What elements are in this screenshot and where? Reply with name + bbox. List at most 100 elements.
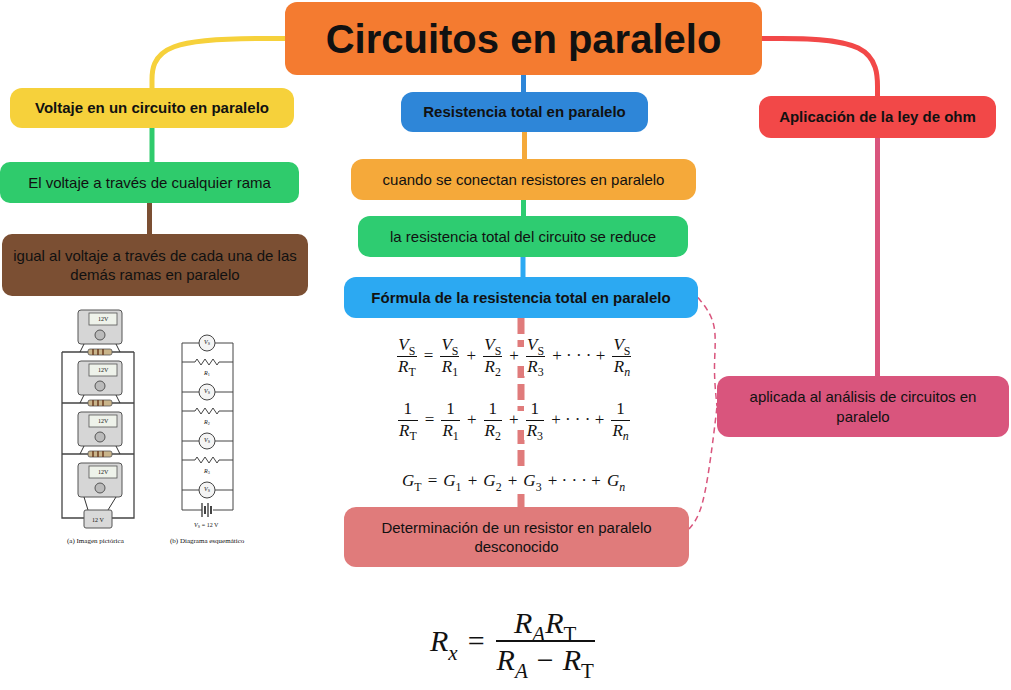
formula-symbol: S	[208, 440, 210, 445]
fraction-bar	[611, 420, 629, 421]
formula-symbol: 1	[453, 430, 459, 443]
node-text: Fórmula de la resistencia total en paral…	[371, 288, 670, 308]
formula-term: G1	[442, 472, 462, 491]
formula-symbol: 12V	[98, 316, 108, 323]
denominator: R2	[484, 422, 502, 441]
denominator: RT	[398, 422, 418, 441]
formula-symbol: V	[204, 437, 208, 444]
fraction: RART RA−RT	[494, 606, 597, 676]
branch-line	[689, 407, 717, 530]
battery	[84, 510, 112, 528]
formula-symbol: R	[497, 643, 515, 676]
figure-label: VS= 12 V	[194, 522, 220, 529]
topic-box: El voltaje a través de cualquier rama	[0, 162, 299, 203]
resistor-symbol	[182, 359, 233, 463]
voltmeter	[95, 381, 105, 391]
figure-label: VS	[204, 388, 210, 395]
formula-symbol: 2	[208, 422, 210, 427]
formula-symbol: V	[204, 486, 208, 493]
fraction-bar	[526, 420, 544, 421]
figure-label: VS	[204, 437, 210, 444]
formula-symbol: S	[452, 345, 459, 358]
fraction: VSR2	[481, 336, 504, 376]
topic-box: Resistencia total en paralelo	[401, 92, 648, 132]
formula-symbol: n	[624, 366, 630, 379]
branch-line	[522, 132, 527, 159]
formula-symbol: S	[624, 345, 631, 358]
numerator: RART	[513, 606, 577, 639]
formula-term: G3	[522, 472, 542, 491]
formula-symbol: −	[528, 643, 563, 676]
numerator: VS	[612, 336, 631, 355]
formula-symbol: =	[459, 624, 494, 657]
denominator: RA−RT	[496, 643, 595, 676]
voltmeter	[89, 313, 117, 325]
formula-symbol: 12 V	[92, 517, 104, 524]
topic-box: Aplicación de la ley de ohm	[759, 96, 996, 138]
formula-symbol: S	[537, 345, 544, 358]
denominator: RT	[397, 358, 417, 377]
formula-symbol: 12V	[98, 469, 108, 476]
resistor-symbol	[88, 400, 112, 406]
formula-symbol: + · · · +	[547, 347, 610, 366]
fraction: 1RT	[396, 400, 420, 440]
formula-symbol: = 12 V	[200, 522, 220, 529]
figure-label: (a) Imagen pictórica	[67, 538, 124, 546]
resistor-symbol	[182, 457, 233, 463]
formula-symbol: (a) Imagen pictórica	[67, 538, 124, 546]
formula-symbol: V	[204, 388, 208, 395]
node-text: Voltaje en un circuito en paralelo	[35, 98, 269, 118]
voltmeter	[78, 310, 122, 510]
numerator: VS	[440, 336, 459, 355]
formula-term: Rx	[429, 624, 459, 657]
voltmeter-symbol	[199, 482, 215, 498]
formula-symbol: +	[461, 347, 481, 366]
formula-symbol: R	[485, 358, 495, 377]
formula-symbol: T	[414, 481, 421, 494]
resistor-symbol	[182, 359, 233, 365]
figure-label: (b) Diagrama esquemático	[170, 538, 244, 546]
formula: VSRT=VSR1+VSR2+VSR3+ · · · +VSRn	[395, 336, 633, 376]
formula-symbol: V	[204, 339, 208, 346]
resistor-symbol	[182, 408, 233, 414]
formula-symbol: 1	[452, 366, 458, 379]
voltmeter	[84, 497, 116, 510]
voltmeter	[80, 344, 120, 352]
formula-symbol: n	[619, 481, 625, 494]
denominator: R3	[526, 422, 544, 441]
formula-symbol: 2	[495, 366, 501, 379]
figure-label: 12V	[98, 469, 108, 476]
node-text: Aplicación de la ley de ohm	[779, 107, 976, 127]
formula-symbol: 1	[488, 400, 497, 419]
fraction: VSR3	[524, 336, 547, 376]
node-text: igual al voltaje a través de cada una de…	[12, 246, 298, 285]
formula-symbol: R	[614, 358, 624, 377]
branch-line	[147, 203, 152, 234]
figure-label: 12V	[98, 367, 108, 374]
node-text: Resistencia total en paralelo	[423, 102, 626, 122]
fraction: VS Rn	[610, 336, 633, 376]
voltmeter	[89, 415, 117, 427]
formula-symbol: V	[441, 336, 451, 355]
formula-symbol: R	[485, 422, 495, 441]
voltmeter	[95, 330, 105, 340]
formula-term: G2	[482, 472, 502, 491]
formula-symbol: +	[503, 472, 523, 491]
formula-symbol: R	[527, 358, 537, 377]
formula-symbol: 1	[616, 400, 625, 419]
fraction-bar	[441, 420, 459, 421]
resistor-symbol	[93, 349, 103, 355]
formula-symbol: S	[409, 345, 416, 358]
formula-symbol: x	[448, 642, 457, 665]
formula-symbol: T	[409, 430, 416, 443]
formula-symbol: S	[208, 342, 210, 347]
denominator: Rn	[613, 358, 631, 377]
denominator: R2	[484, 358, 502, 377]
formula-symbol: 1	[446, 400, 455, 419]
topic-box: la resistencia total del circuito se red…	[358, 216, 688, 257]
figure-label: 12 V	[92, 517, 104, 524]
topic-box: cuando se conectan resistores en paralel…	[351, 159, 696, 200]
formula-symbol: S	[495, 345, 502, 358]
branch-line	[521, 200, 526, 216]
